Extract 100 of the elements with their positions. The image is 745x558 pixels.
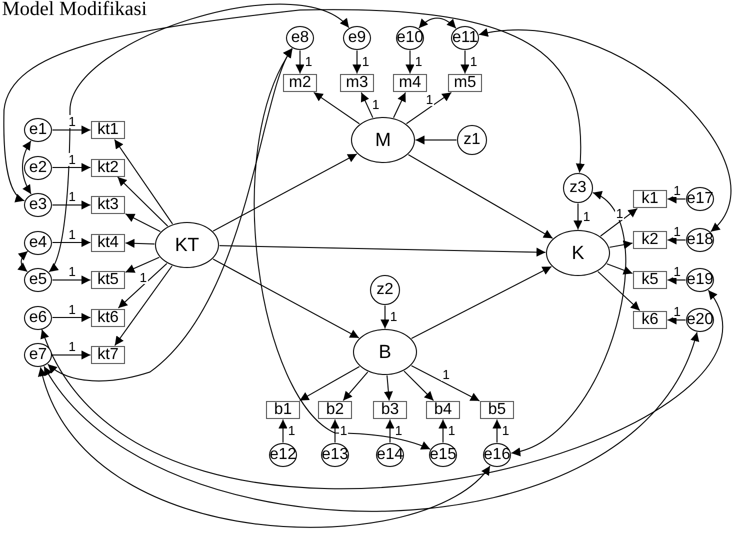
- error-term-circle: e7: [24, 343, 52, 367]
- arrow: [408, 154, 554, 239]
- edge-label: 1: [672, 225, 682, 238]
- indicator-box: k2: [633, 231, 667, 249]
- indicator-box: m3: [340, 74, 374, 92]
- disturbance-circle: z2: [370, 275, 400, 305]
- indicator-box: b4: [426, 401, 460, 419]
- arrow: [352, 50, 362, 74]
- error-term-circle: e10: [396, 26, 424, 50]
- error-term-circle: e5: [24, 268, 52, 292]
- error-term-circle: e18: [686, 228, 714, 252]
- error-term-circle: e11: [451, 26, 479, 50]
- indicator-box: kt5: [91, 271, 125, 289]
- arrow: [52, 200, 91, 210]
- indicator-box: m2: [283, 74, 317, 92]
- arrow: [438, 419, 448, 443]
- edge-label: 1: [287, 424, 296, 437]
- edge-label: 1: [614, 207, 624, 220]
- arrow: [600, 208, 638, 237]
- indicator-box: b5: [480, 401, 514, 419]
- diagram-title: Model Modifikasi: [2, 0, 147, 21]
- arrow: [125, 256, 160, 273]
- edge-label: 1: [138, 270, 148, 284]
- error-term-circle: e4: [24, 230, 52, 254]
- error-term-circle: e8: [286, 26, 314, 50]
- edge-label: 1: [469, 55, 478, 68]
- arrow: [52, 126, 91, 134]
- arrow: [330, 419, 340, 443]
- arrow: [52, 276, 91, 284]
- edge-label: 1: [371, 98, 380, 112]
- arrow: [52, 163, 91, 172]
- latent-variable-ellipse: B: [353, 329, 417, 375]
- arrow: [384, 374, 393, 401]
- edge-label: 1: [68, 302, 77, 316]
- covariance-arrow: [18, 250, 28, 272]
- edge-label: 1: [672, 184, 682, 197]
- arrow: [404, 370, 434, 401]
- error-term-circle: e13: [321, 443, 349, 467]
- arrow: [52, 238, 91, 247]
- edge-label: 1: [339, 424, 348, 437]
- edge-label: 1: [68, 265, 77, 278]
- covariance-arrow: [41, 290, 724, 489]
- latent-variable-ellipse: KT: [155, 222, 219, 268]
- edge-label: 1: [447, 424, 456, 437]
- error-term-circle: e14: [376, 443, 404, 467]
- indicator-box: kt2: [91, 158, 125, 176]
- arrow: [313, 92, 360, 124]
- error-term-circle: e1: [24, 118, 52, 142]
- arrow: [117, 176, 168, 227]
- arrow: [667, 236, 686, 244]
- indicator-box: k6: [633, 311, 667, 329]
- edge-label: 1: [582, 210, 592, 222]
- arrow: [212, 154, 358, 232]
- arrow: [393, 92, 406, 118]
- arrow: [667, 316, 686, 324]
- covariance-arrow: [418, 18, 456, 29]
- arrow: [125, 238, 156, 248]
- edge-label: 1: [441, 368, 451, 382]
- error-term-circle: e3: [24, 193, 52, 217]
- indicator-box: k1: [633, 190, 667, 208]
- arrow: [118, 262, 168, 308]
- edge-label: 1: [68, 340, 77, 353]
- arrow: [52, 313, 91, 322]
- covariance-arrow: [3, 9, 584, 202]
- edge-label: 1: [414, 55, 424, 68]
- indicator-box: kt3: [91, 196, 125, 214]
- covariance-arrow: [39, 366, 490, 528]
- edge-label: 1: [361, 55, 370, 68]
- edge-label: 1: [68, 190, 77, 203]
- edge-label: 1: [68, 228, 77, 240]
- arrow: [125, 213, 161, 232]
- arrow: [460, 50, 470, 74]
- arrow: [667, 194, 686, 204]
- indicator-box: kt4: [91, 234, 125, 252]
- error-term-circle: e12: [269, 443, 297, 467]
- arrow: [114, 265, 173, 346]
- covariance-arrow: [478, 28, 732, 232]
- arrow: [52, 350, 91, 360]
- indicator-box: k5: [633, 271, 667, 289]
- indicator-box: m5: [448, 74, 482, 92]
- covariance-arrow: [254, 48, 431, 450]
- arrow: [380, 305, 390, 329]
- indicator-box: kt7: [91, 346, 125, 364]
- covariance-arrow: [48, 4, 350, 272]
- arrow: [218, 245, 546, 257]
- latent-variable-ellipse: M: [351, 117, 415, 163]
- arrow: [386, 419, 394, 443]
- edge-label: 1: [501, 424, 510, 437]
- error-term-circle: e15: [429, 443, 457, 467]
- arrow: [342, 371, 368, 401]
- arrow: [609, 240, 633, 250]
- edge-label: 1: [672, 305, 682, 318]
- arrow: [114, 139, 174, 224]
- arrow: [492, 419, 502, 443]
- disturbance-circle: z3: [563, 173, 593, 203]
- arrow: [606, 263, 633, 274]
- edge-label: 1: [68, 115, 77, 128]
- edge-label: 1: [424, 93, 434, 106]
- edge-label: 1: [68, 152, 77, 166]
- arrow: [574, 203, 582, 230]
